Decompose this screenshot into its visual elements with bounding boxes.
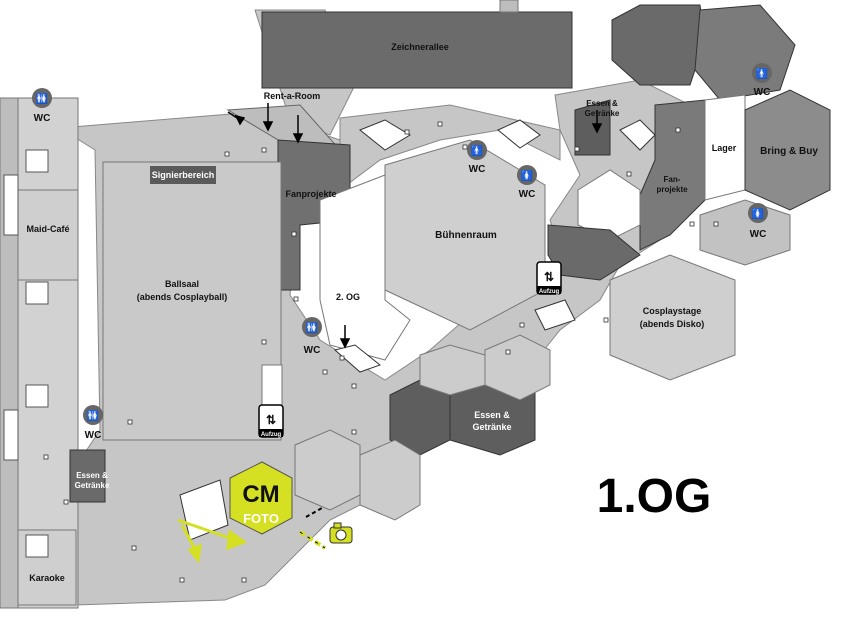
room-bring-buy bbox=[744, 89, 831, 211]
label-essen-top-2: Getränke bbox=[585, 109, 620, 118]
label-cosplaystage-1: Cosplaystage bbox=[643, 306, 702, 316]
label-ballsaal: Ballsaal bbox=[165, 279, 199, 289]
wc-label: WC bbox=[754, 87, 771, 98]
wc-icon: 🚺 bbox=[752, 207, 764, 220]
hex-light-c bbox=[419, 344, 486, 396]
elevator-center: ⇅ Aufzug bbox=[536, 261, 562, 295]
wc-label: WC bbox=[304, 345, 321, 356]
hex-light-d bbox=[484, 334, 551, 401]
corridor-dark-right bbox=[547, 224, 641, 281]
wc-icon: 🚻 bbox=[87, 409, 99, 422]
elevator-icon: ⇅ bbox=[266, 413, 276, 427]
wc-right: 🚺 WC bbox=[748, 203, 768, 240]
elevator-label: Aufzug bbox=[261, 432, 282, 438]
hex-right-lower bbox=[699, 199, 791, 266]
label-fanprojekte-right-1: Fan- bbox=[664, 175, 681, 184]
label-zeichnerallee: Zeichnerallee bbox=[391, 42, 449, 52]
elevator-ballsaal: ⇅ Aufzug bbox=[258, 404, 284, 438]
wc-top-center: 🚹 WC bbox=[467, 140, 487, 175]
wc-icon: 🚻 bbox=[306, 321, 318, 334]
hex-white-right bbox=[577, 169, 641, 241]
room-ballsaal bbox=[102, 161, 282, 441]
wc-icon: 🚹 bbox=[756, 67, 768, 80]
direction-arrows bbox=[227, 103, 603, 349]
label-maid-cafe: Maid-Café bbox=[26, 224, 69, 234]
label-karaoke: Karaoke bbox=[29, 573, 65, 583]
door-markers bbox=[43, 121, 719, 583]
area-2og bbox=[319, 174, 411, 361]
label-cosplaystage-2: (abends Disko) bbox=[640, 319, 705, 329]
label-buehnenraum: Bühnenraum bbox=[435, 230, 497, 241]
label-essen-left-2: Getränke bbox=[75, 481, 110, 490]
label-fanprojekte-left: Fanprojekte bbox=[285, 189, 336, 199]
wc-label: WC bbox=[750, 229, 767, 240]
wc-icon: 🚻 bbox=[36, 92, 48, 105]
cm-foto-line1: CM bbox=[242, 481, 279, 508]
room-zeichnerallee bbox=[261, 11, 573, 89]
label-essen-center-1: Essen & bbox=[474, 410, 510, 420]
label-signierbereich: Signierbereich bbox=[152, 170, 215, 180]
label-bring-buy: Bring & Buy bbox=[760, 146, 818, 157]
wc-near-2og: 🚻 WC bbox=[302, 317, 322, 356]
wc-label: WC bbox=[519, 189, 536, 200]
cm-foto-badge: CM FOTO bbox=[229, 461, 293, 535]
wc-top-left: 🚻 WC bbox=[32, 88, 52, 124]
wc-label: WC bbox=[85, 430, 102, 441]
wc-top-right: 🚹 WC bbox=[752, 63, 772, 98]
wc-label: WC bbox=[469, 164, 486, 175]
label-fanprojekte-right-2: projekte bbox=[656, 185, 688, 194]
label-essen-center-2: Getränke bbox=[472, 422, 511, 432]
camera-icon bbox=[329, 522, 353, 544]
room-cosplaystage bbox=[609, 254, 736, 381]
hex-light-a bbox=[294, 429, 361, 511]
photo-path bbox=[298, 507, 327, 550]
hex-light-b bbox=[359, 439, 421, 521]
label-ballsaal-sub: (abends Cosplayball) bbox=[137, 292, 228, 302]
wc-icon: 🚹 bbox=[471, 144, 483, 157]
wc-icon: 🚺 bbox=[521, 169, 533, 182]
label-2og: 2. OG bbox=[336, 292, 360, 302]
elevator-icon: ⇅ bbox=[544, 270, 554, 284]
yellow-arrows bbox=[177, 518, 248, 564]
cm-foto-line2: FOTO bbox=[243, 511, 279, 526]
label-rent-a-room: Rent-a-Room bbox=[264, 91, 321, 101]
label-essen-top-1: Essen & bbox=[586, 99, 618, 108]
wc-left-lower: 🚻 WC bbox=[83, 405, 103, 441]
wc-center: 🚺 WC bbox=[517, 165, 537, 200]
room-signierbereich bbox=[150, 166, 216, 184]
left-wing bbox=[0, 97, 106, 609]
wc-label: WC bbox=[34, 113, 51, 124]
hex-top-right bbox=[611, 4, 706, 86]
room-essen-top bbox=[574, 99, 611, 156]
label-essen-left-1: Essen & bbox=[76, 471, 108, 480]
floor-label: 1.OG bbox=[597, 470, 712, 523]
label-lager: Lager bbox=[712, 143, 737, 153]
hex-right-top-large bbox=[694, 4, 796, 101]
elevator-label: Aufzug bbox=[539, 289, 560, 295]
